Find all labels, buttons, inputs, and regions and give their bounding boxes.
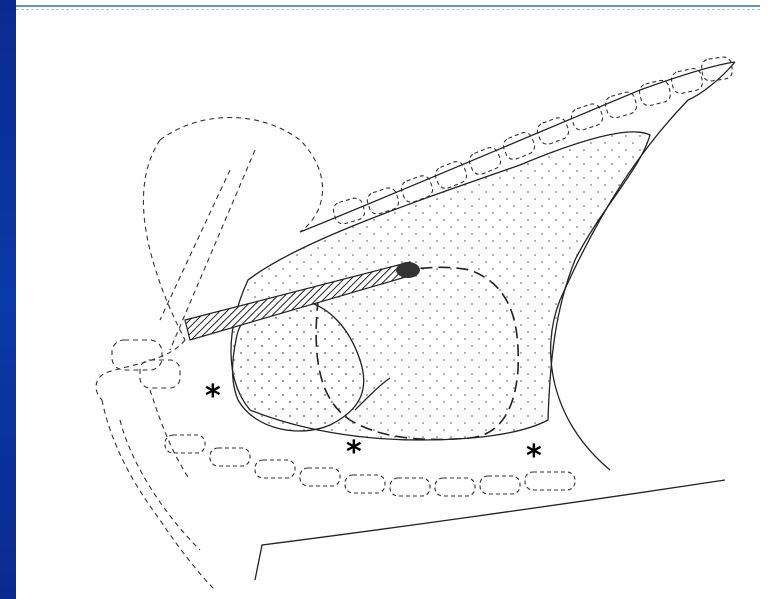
marker-asterisk-right: * [526,442,542,472]
ventral-outline [255,480,725,580]
sternum [165,435,575,496]
marker-asterisk-left: * [205,382,221,412]
marker-asterisk-middle: * [346,438,362,468]
tube-tip [396,262,420,278]
